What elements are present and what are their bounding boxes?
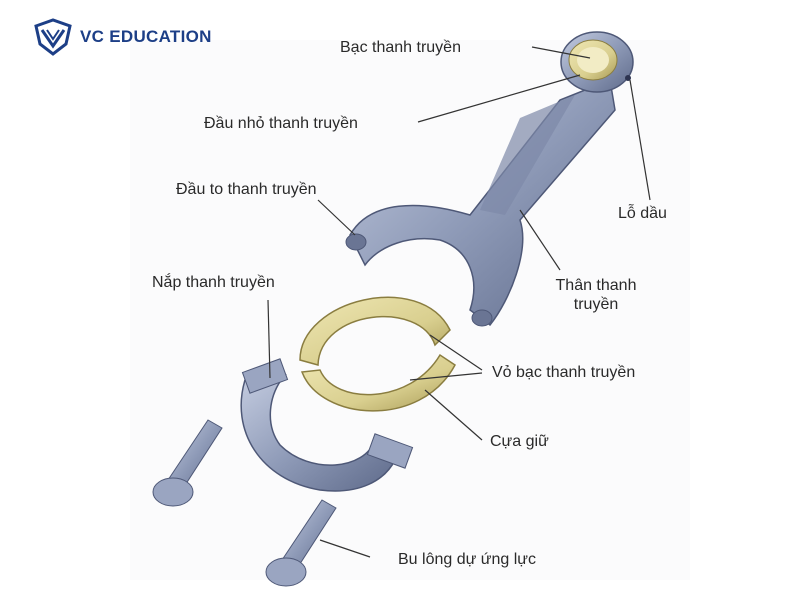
connecting-rod-cap [240, 358, 414, 492]
label-cap: Nắp thanh truyền [152, 274, 275, 291]
brand-logo[interactable]: VC EDUCATION [30, 14, 212, 60]
label-body: Thân thanh truyền [548, 276, 644, 314]
label-oil-hole: Lỗ dầu [618, 205, 667, 222]
label-big-end: Đầu to thanh truyền [176, 181, 317, 198]
bolts [152, 419, 337, 587]
label-body-line2: truyền [573, 296, 619, 313]
label-bearing-shell: Vỏ bạc thanh truyền [492, 364, 636, 381]
label-bushing: Bạc thanh truyền [340, 39, 461, 56]
small-end-bushing [560, 31, 634, 93]
bearing-shell [299, 296, 456, 412]
oil-hole-mark [625, 75, 631, 81]
vc-education-shield-icon [34, 18, 72, 56]
label-small-end: Đầu nhỏ thanh truyền [204, 115, 358, 132]
brand-name: VC EDUCATION [80, 27, 212, 46]
connecting-rod [345, 78, 616, 327]
label-locating-tab: Cựa giữ [490, 433, 549, 450]
label-bolts: Bu lông dự ứng lực [398, 551, 536, 568]
leader-lines [267, 46, 651, 558]
label-body-line1: Thân thanh [555, 277, 637, 294]
